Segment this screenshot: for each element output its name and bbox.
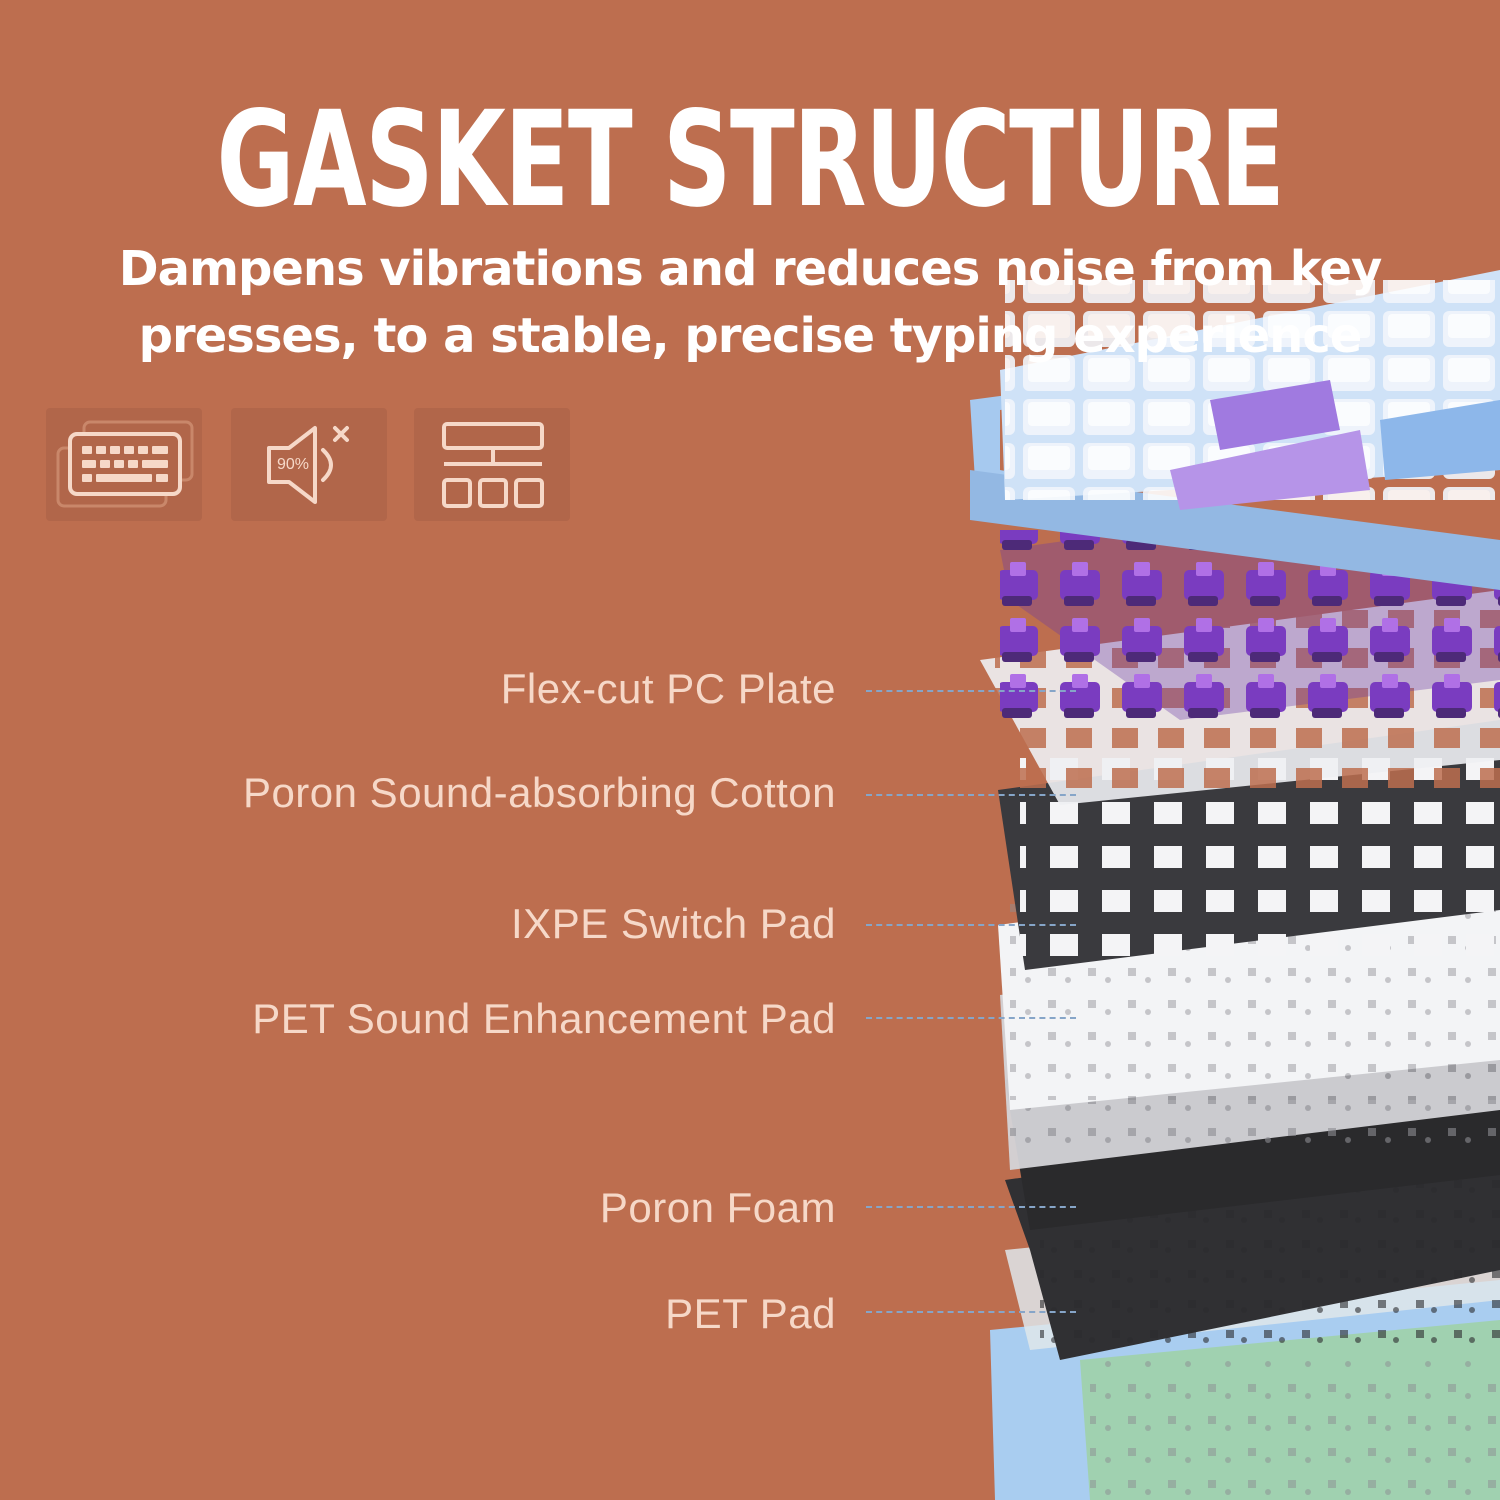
leader-line [866, 1206, 1076, 1208]
mute-speaker-icon: 90% [231, 408, 387, 521]
layer-label-poron-foam: Poron Foam [599, 1184, 836, 1231]
layer-label-ixpe-switch-pad: IXPE Switch Pad [511, 900, 836, 947]
leader-line [866, 794, 1076, 796]
layout-structure-icon [414, 408, 570, 521]
keyboard-layers-icon [46, 408, 202, 521]
layer-label-pet-pad: PET Pad [665, 1290, 836, 1337]
leader-line [866, 1311, 1076, 1313]
leader-line [866, 924, 1076, 926]
leader-line [866, 1017, 1076, 1019]
layer-label-pet-sound-enhancement-pad: PET Sound Enhancement Pad [252, 995, 836, 1042]
volume-reduction-badge: 90% [275, 456, 312, 474]
page-subtitle: Dampens vibrations and reduces noise fro… [118, 241, 1382, 364]
layer-label-poron-sound-absorbing-cotton: Poron Sound-absorbing Cotton [242, 769, 836, 816]
leader-line [866, 690, 1076, 692]
page-title: GASKET STRUCTURE [216, 83, 1285, 237]
layer-label-flex-cut-pc-plate: Flex-cut PC Plate [500, 665, 836, 712]
